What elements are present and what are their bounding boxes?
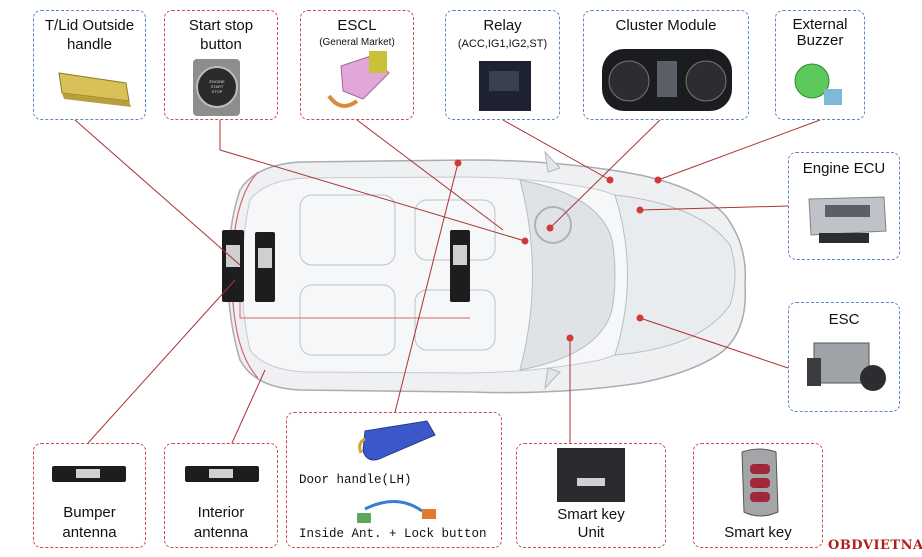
buzzer-label-line1: External [792,16,848,33]
esc-image [807,342,886,391]
interior-antenna-box: Interior antenna [164,443,278,548]
smart-key-unit-image [557,448,625,502]
leader-lines [74,119,821,444]
tlid-outside-handle-box: T/Lid Outside handle [33,10,146,120]
smart-key-unit-label-line2: Unit [577,524,605,541]
smart-key-unit-label-line1: Smart key [557,506,625,523]
cluster-image [602,49,732,111]
interior-antenna-label-line1: Interior [197,504,245,521]
start-stop-label-line2: button [200,36,242,53]
ecu-image [808,196,887,243]
antenna-modules [222,230,470,302]
engine-ecu-box: Engine ECU [788,152,900,260]
escl-subtitle: (General Market) [319,37,395,48]
watermark: OBDVIETNAM [828,538,922,553]
door-handle-image [357,420,436,523]
interior-antenna-label-line2: antenna [193,524,249,541]
bumper-antenna-image [52,466,126,482]
relay-title: Relay [483,17,522,34]
start-stop-button-image [193,59,240,116]
door-handle-label: Door handle(LH) [299,473,412,487]
escl-title: ESCL [337,17,377,34]
relay-box: Relay (ACC,IG1,IG2,ST) [445,10,560,120]
buzzer-label-line2: Buzzer [796,32,844,49]
relay-image [479,61,531,111]
escl-image [327,51,390,108]
external-buzzer-box: External Buzzer [775,10,865,120]
smart-key-box: Smart key [693,443,823,548]
bumper-antenna-label-line1: Bumper [63,504,116,521]
bumper-antenna-box: Bumper antenna [33,443,146,548]
tlid-handle-image [58,72,131,107]
door-handle-box: Door handle(LH) Inside Ant. + Lock butto… [286,412,502,548]
tlid-label-line1: T/Lid Outside [44,17,135,34]
start-stop-label-line1: Start stop [188,17,254,34]
smart-key-label: Smart key [724,524,792,541]
esc-title: ESC [828,311,860,328]
escl-box: ESCL (General Market) [300,10,414,120]
smart-key-unit-box: Smart key Unit [516,443,666,548]
tlid-label-line2: handle [66,36,113,53]
start-stop-button-box: Start stop button ENGINE START STOP [164,10,278,120]
buzzer-image [794,63,842,105]
start-stop-button-text: ENGINE START STOP [209,79,225,94]
interior-antenna-image [185,466,259,482]
car-illustration [227,150,747,394]
esc-box: ESC [788,302,900,412]
inside-antenna-lock-button-label: Inside Ant. + Lock button [299,527,487,541]
cluster-module-box: Cluster Module [583,10,749,120]
relay-subtitle: (ACC,IG1,IG2,ST) [457,38,548,50]
ecu-title: Engine ECU [802,160,886,177]
connection-dots [454,159,662,342]
cluster-title: Cluster Module [615,17,717,34]
bumper-antenna-label-line2: antenna [62,524,117,541]
smart-key-image [741,448,779,517]
